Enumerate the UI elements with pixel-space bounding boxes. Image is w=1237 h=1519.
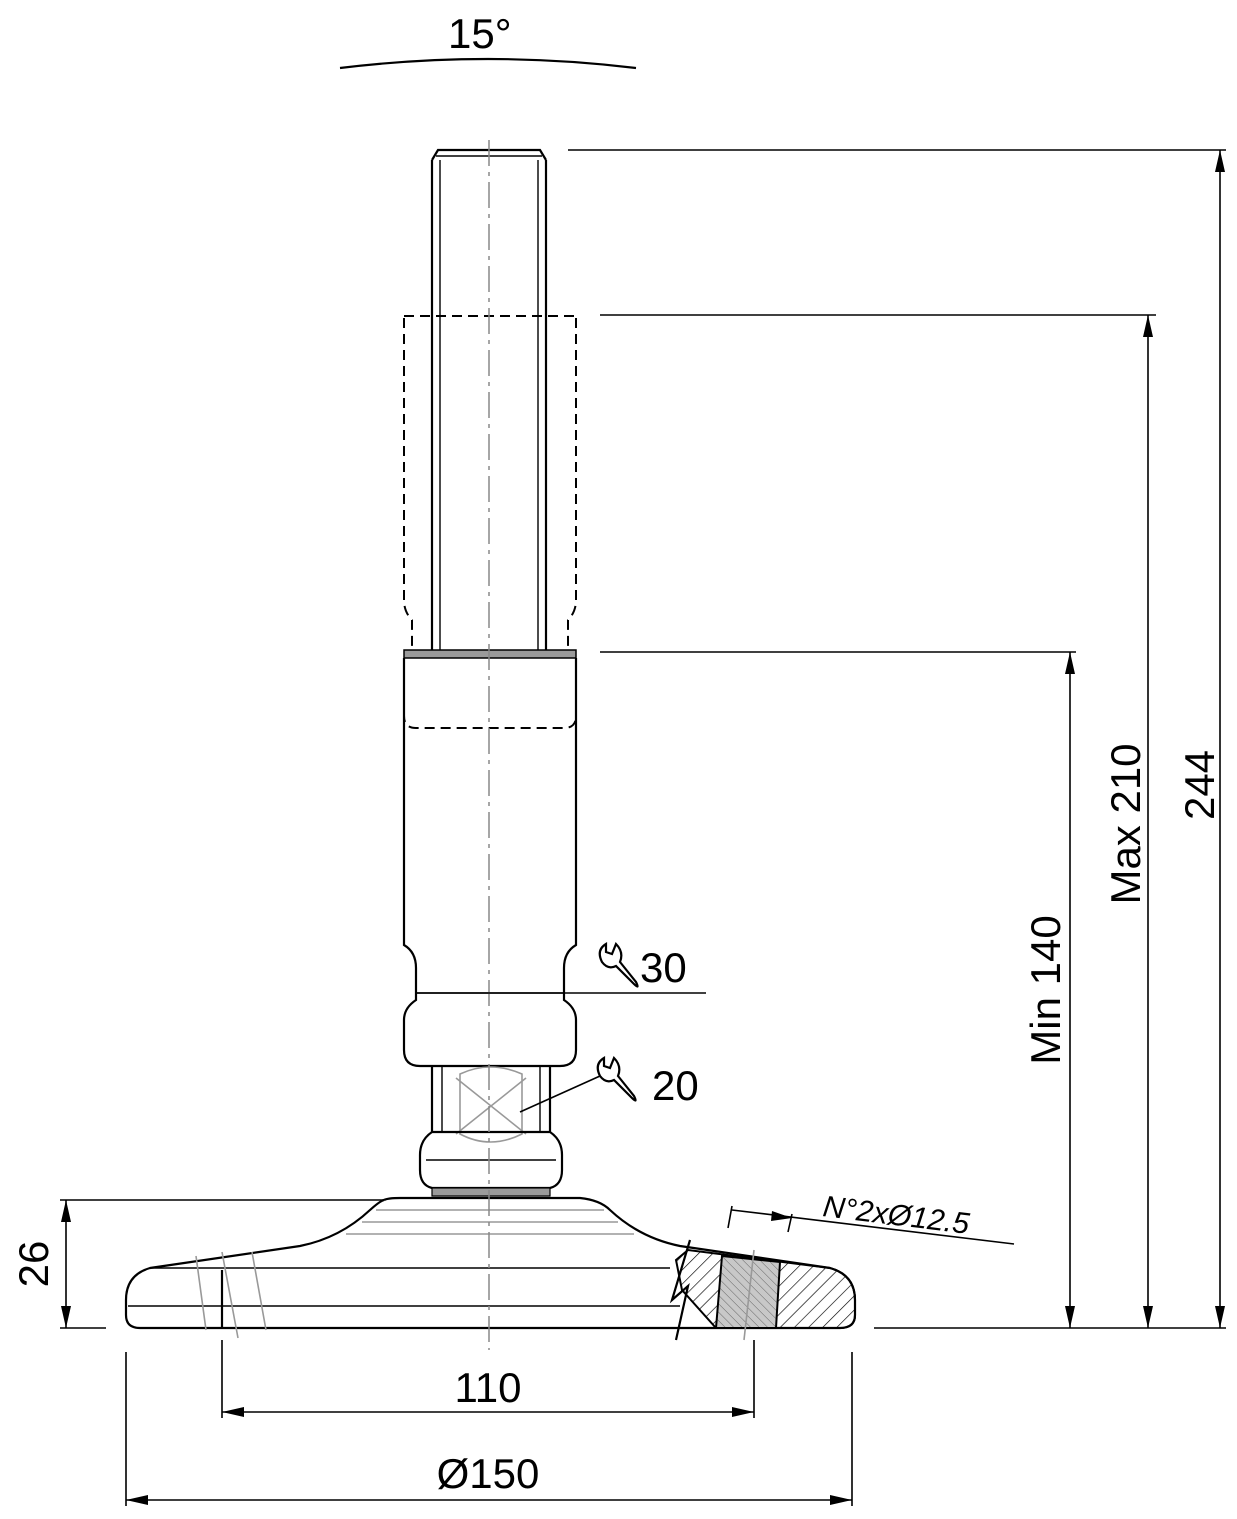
wrench-icon xyxy=(596,1056,637,1102)
hole-spec-label: N°2xØ12.5 xyxy=(821,1190,971,1241)
base-section xyxy=(669,1239,856,1341)
wrench-icon xyxy=(598,942,639,988)
hole-spacing-label: 110 xyxy=(455,1364,522,1411)
base-diameter-dimension xyxy=(125,1352,853,1506)
base-thickness-dimension xyxy=(60,1199,384,1329)
ball-joint xyxy=(418,1066,564,1197)
min-height-label: Min 140 xyxy=(1022,915,1069,1064)
max-height-label: Max 210 xyxy=(1102,743,1149,904)
angle-arc xyxy=(339,57,637,70)
base-diameter-label: Ø150 xyxy=(437,1450,540,1497)
base-thickness-label: 26 xyxy=(10,1241,57,1288)
collar-ring xyxy=(403,649,577,659)
wrench-20-leader xyxy=(519,1075,601,1113)
extended-position-outline xyxy=(403,315,577,729)
total-height-label: 244 xyxy=(1176,750,1223,820)
main-body xyxy=(402,658,578,1068)
angle-label: 15° xyxy=(448,10,512,57)
hole-spec-leader xyxy=(727,1205,1015,1245)
hole-spacing-dimension xyxy=(221,1340,755,1418)
wrench-30-label: 30 xyxy=(640,944,687,991)
dimension-lines-right xyxy=(568,149,1226,1329)
wrench-20-label: 20 xyxy=(652,1062,699,1109)
